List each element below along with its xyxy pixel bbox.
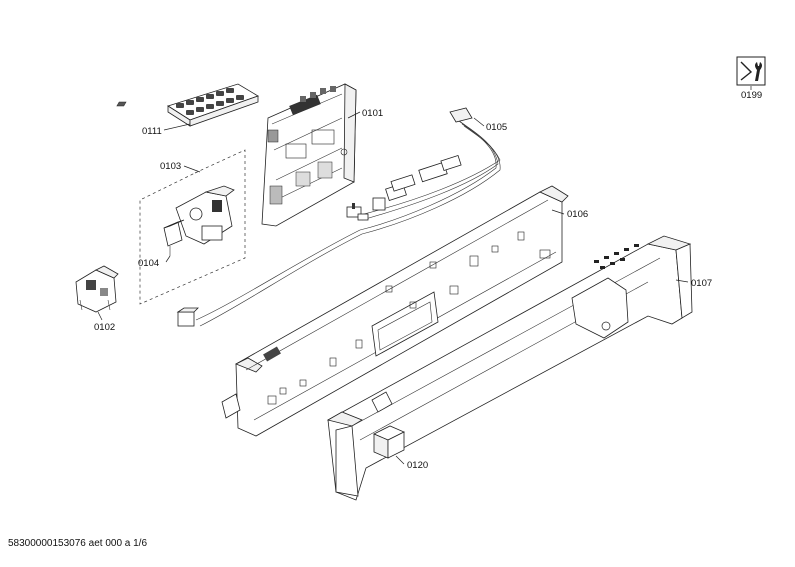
label-0102: 0102 [94,322,115,333]
front-fascia-part [326,235,693,501]
label-0101: 0101 [362,108,383,119]
wiring-harness-part [176,107,501,327]
label-0104: 0104 [138,258,159,269]
control-panel-frame-part [221,185,569,437]
label-0111: 0111 [142,126,162,137]
part-labels: 0199 0101 0111 0105 0103 0106 0104 0107 … [94,90,762,471]
document-footer: 58300000153076 aet 000 a 1/6 [8,538,148,549]
label-0105: 0105 [486,122,507,133]
leader-lines [97,86,752,465]
label-0106: 0106 [567,209,588,220]
label-0199: 0199 [741,90,762,101]
label-0107: 0107 [691,278,712,289]
small-block-part [373,425,405,459]
switch-part [75,265,119,313]
label-0103: 0103 [160,161,181,172]
control-module-part [261,83,357,227]
pump-motor-group [139,149,246,305]
service-tool-icon [736,56,766,86]
keypad-part [116,83,259,127]
label-0120: 0120 [407,460,428,471]
